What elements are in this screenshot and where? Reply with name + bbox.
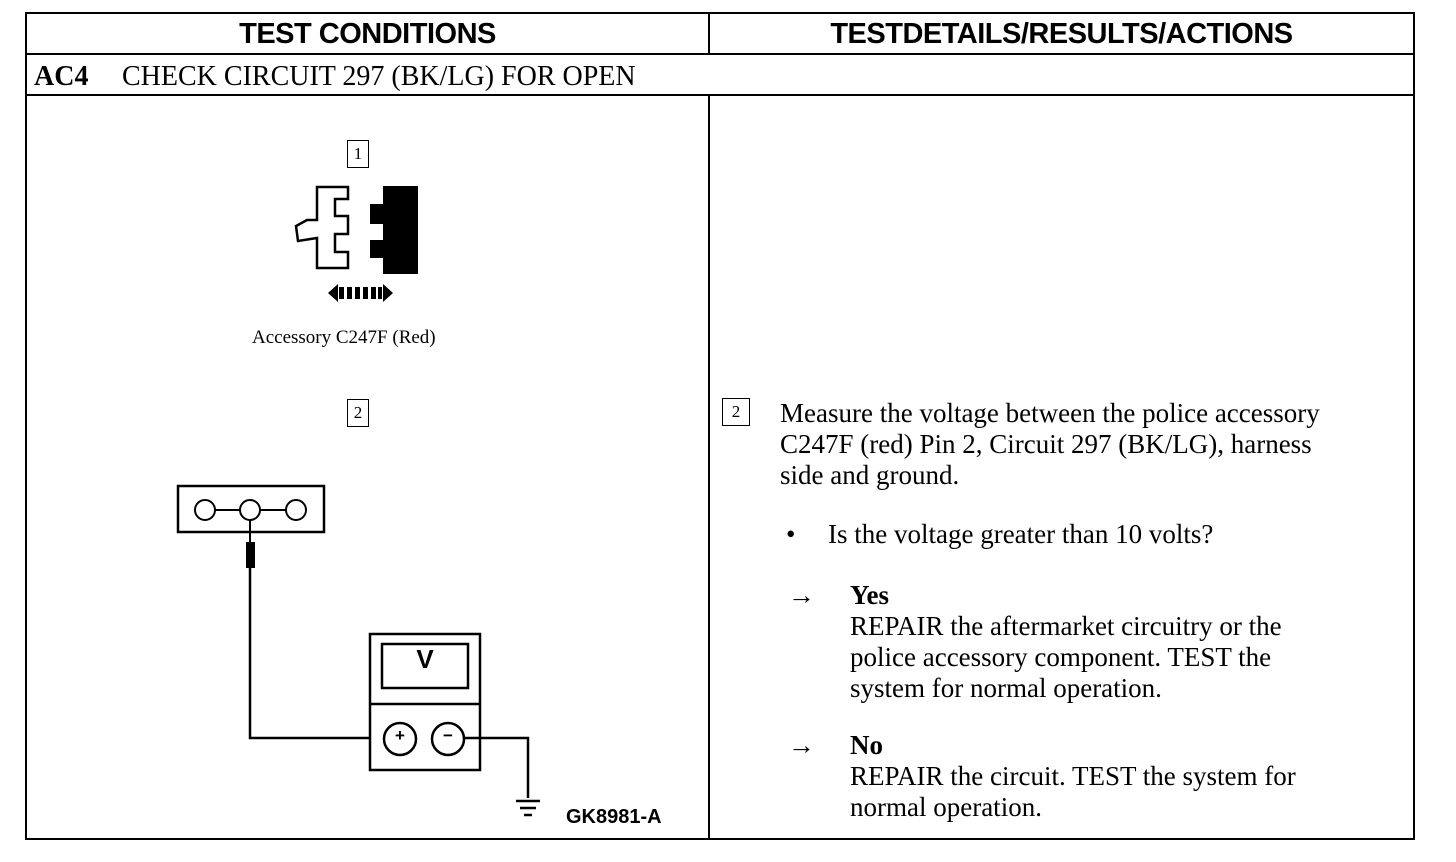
- pin-2: [239, 499, 261, 521]
- right-step-box: 2: [722, 398, 750, 426]
- header-test-details: TESTDETAILS/RESULTS/ACTIONS: [830, 18, 1293, 50]
- yes-action-line: police accessory component. TEST the: [850, 642, 1272, 672]
- figure-id: GK8981-A: [566, 806, 662, 828]
- negative-lead: [464, 736, 530, 798]
- negative-terminal-label: −: [443, 726, 453, 745]
- pin-3: [285, 499, 307, 521]
- question-text: Is the voltage greater than 10 volts?: [828, 519, 1214, 549]
- voltmeter-unit-label: V: [416, 644, 434, 674]
- header-divider: [25, 53, 1415, 55]
- arrow-icon: →: [788, 580, 815, 610]
- yes-action-line: REPAIR the aftermarket circuitry or the: [850, 611, 1282, 641]
- instruction-text: Measure the voltage between the police a…: [780, 398, 1400, 491]
- test-step-code: AC4: [34, 61, 89, 92]
- test-probe: [246, 542, 255, 568]
- voltmeter-test-diagram: [176, 484, 540, 817]
- yes-result: Yes REPAIR the aftermarket circuitry or …: [850, 580, 1390, 704]
- bullet-icon: •: [786, 519, 796, 549]
- yes-action-line: system for normal operation.: [850, 673, 1162, 703]
- voltmeter-display: [380, 642, 470, 690]
- connector-caption: Accessory C247F (Red): [252, 327, 436, 348]
- no-label: No: [850, 730, 883, 760]
- connector-disconnect-illustration: [294, 185, 418, 302]
- separate-arrow-icon: [328, 284, 393, 302]
- positive-terminal-label: +: [395, 726, 405, 745]
- test-step-title: AC4 CHECK CIRCUIT 297 (BK/LG) FOR OPEN: [34, 58, 636, 96]
- positive-terminal: [382, 721, 418, 757]
- instruction-line: C247F (red) Pin 2, Circuit 297 (BK/LG), …: [780, 429, 1312, 459]
- no-action-line: REPAIR the circuit. TEST the system for: [850, 761, 1296, 791]
- no-action-line: normal operation.: [850, 792, 1042, 822]
- column-divider-top: [708, 12, 710, 54]
- step-1-box: 1: [347, 140, 369, 168]
- test-step-text: CHECK CIRCUIT 297 (BK/LG) FOR OPEN: [122, 61, 636, 92]
- instruction-line: side and ground.: [780, 460, 960, 490]
- no-result: No REPAIR the circuit. TEST the system f…: [850, 730, 1390, 823]
- pin-1: [194, 499, 216, 521]
- positive-lead: [248, 568, 380, 740]
- ground-icon: [516, 799, 540, 817]
- header-test-conditions: TEST CONDITIONS: [239, 18, 496, 50]
- procedure-table: [25, 12, 1415, 840]
- column-divider-body: [708, 95, 710, 840]
- connector-half-outline: [294, 185, 350, 270]
- step-2-box: 2: [347, 399, 369, 427]
- connector-half-solid: [370, 186, 418, 274]
- arrow-icon: →: [788, 730, 815, 760]
- title-divider: [25, 94, 1415, 96]
- instruction-line: Measure the voltage between the police a…: [780, 398, 1320, 428]
- yes-label: Yes: [850, 580, 889, 610]
